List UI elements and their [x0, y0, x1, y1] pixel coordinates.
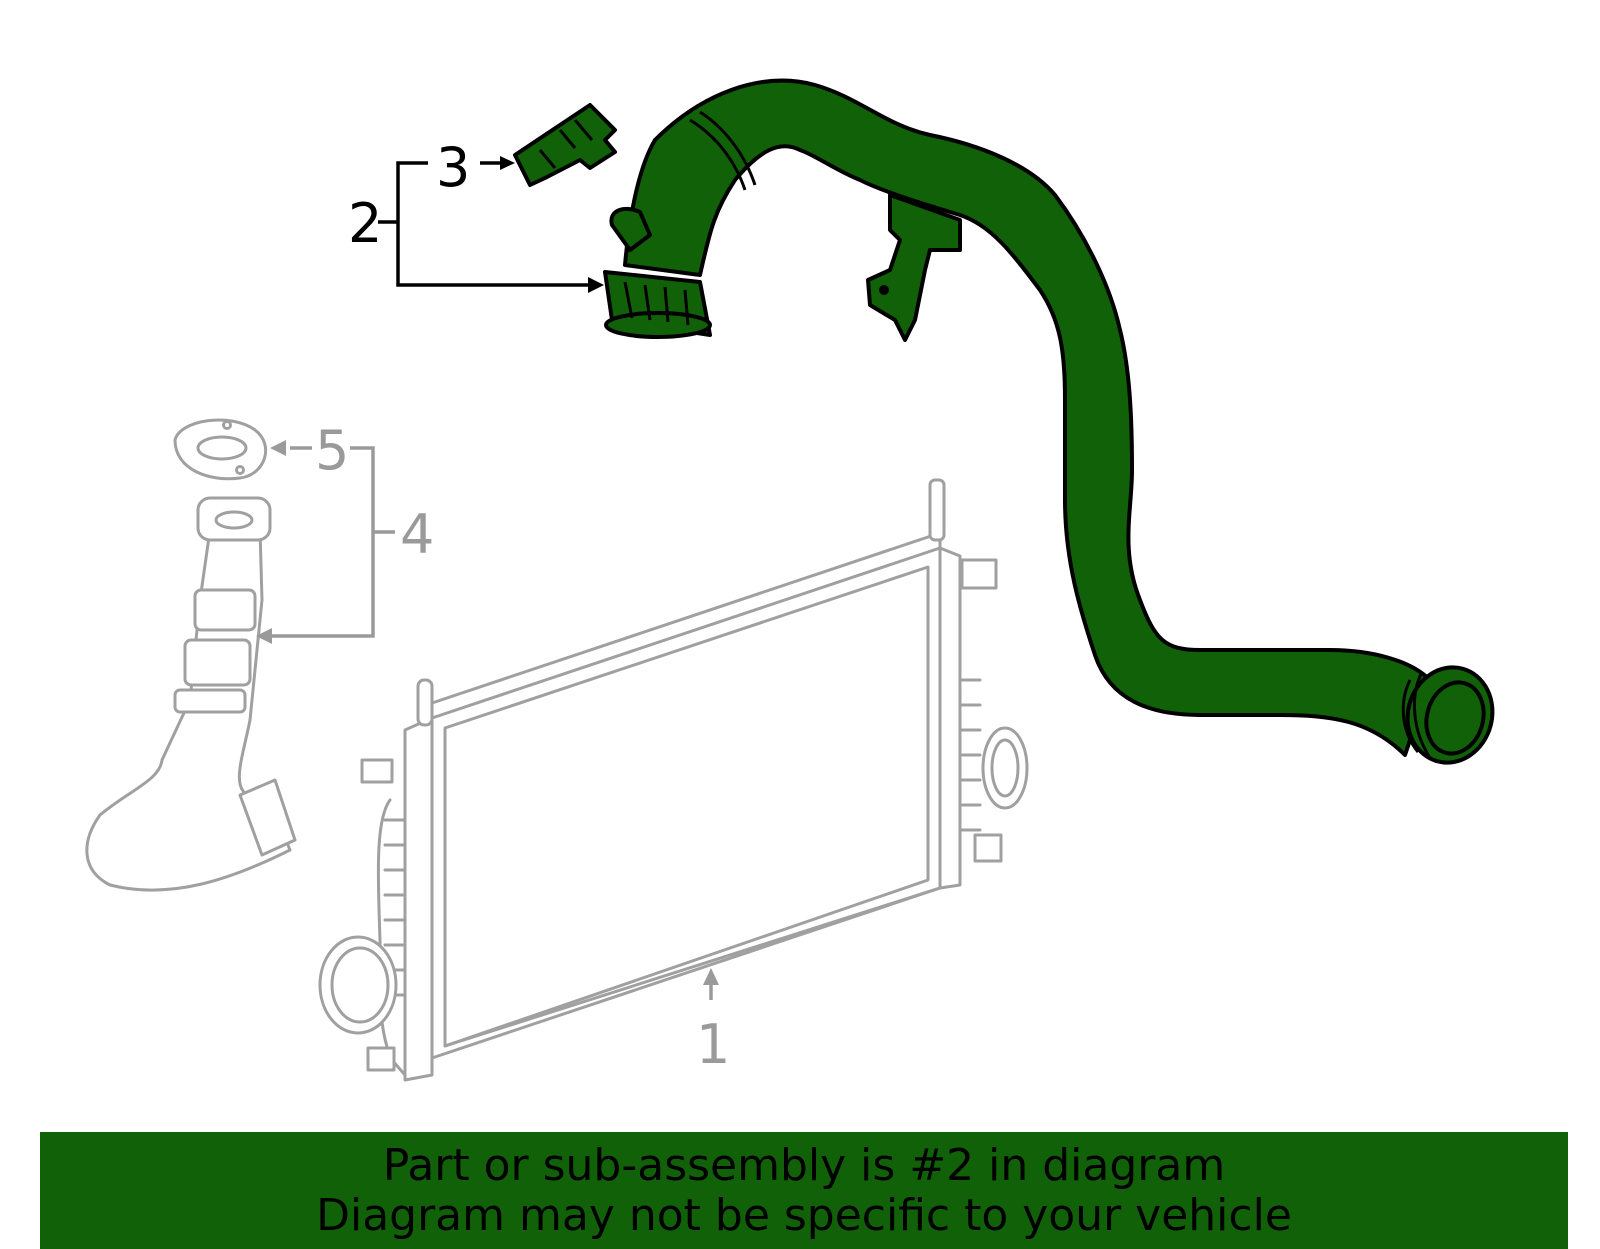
callout-leaders: [256, 156, 719, 1000]
upper-charge-air-hose-part: [603, 78, 1495, 765]
callout-2: 2: [348, 192, 382, 255]
callout-1: 1: [696, 1013, 730, 1076]
lower-charge-hose-part: [85, 496, 297, 892]
callout-5: 5: [315, 419, 349, 482]
banner-line-part-number: Part or sub-assembly is #2 in diagram: [382, 1139, 1226, 1191]
intercooler-part: [318, 478, 1029, 1082]
sensor-part: [513, 103, 617, 187]
gasket-part: [173, 418, 268, 481]
info-banner: Part or sub-assembly is #2 in diagram Di…: [40, 1132, 1568, 1249]
callout-4: 4: [400, 503, 434, 566]
banner-line-disclaimer: Diagram may not be specific to your vehi…: [316, 1189, 1292, 1241]
callout-3: 3: [436, 136, 470, 199]
